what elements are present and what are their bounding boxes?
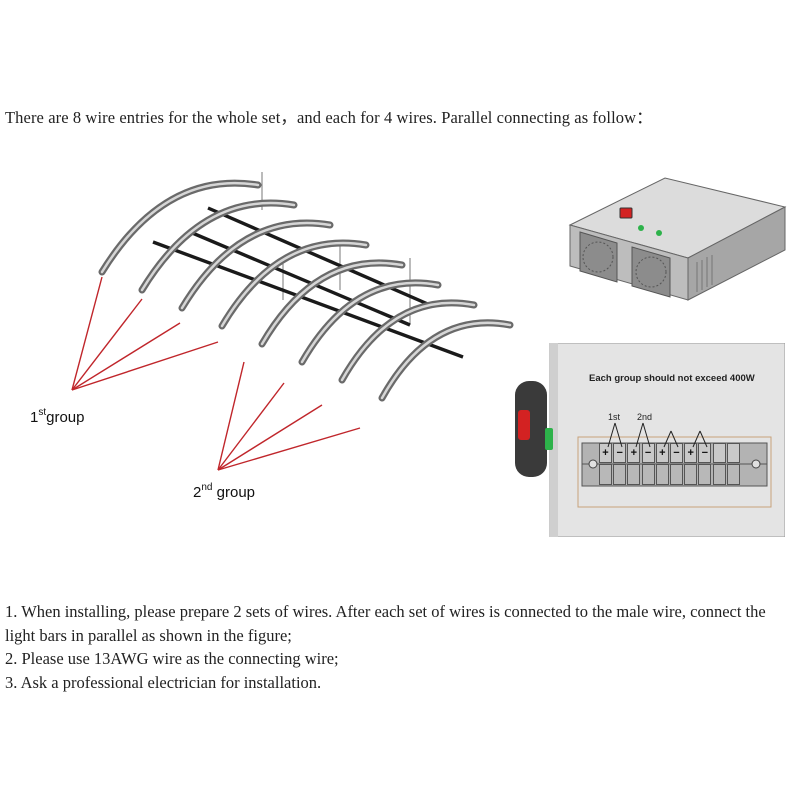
terminal-slot-lower xyxy=(712,464,726,485)
group-2-wire xyxy=(217,404,323,471)
terminal-slot: + xyxy=(599,443,612,463)
frame-rail xyxy=(207,206,431,307)
fan-grill-right xyxy=(631,246,671,298)
group-1-wire xyxy=(71,276,103,391)
instructions: 1. When installing, please prepare 2 set… xyxy=(5,600,795,694)
fan-grill-left xyxy=(579,231,618,283)
label-1st: 1st xyxy=(608,412,621,422)
light-bar-highlight xyxy=(300,281,440,364)
group-1-label: 1stgroup xyxy=(30,407,85,426)
terminal-slot xyxy=(726,443,740,463)
group-1-wire xyxy=(71,322,181,391)
switch-red-side xyxy=(518,410,530,440)
group-1-wire xyxy=(71,298,143,391)
terminal-slot: − xyxy=(670,443,683,463)
terminal-slot: − xyxy=(698,443,712,463)
terminal-slot-lower xyxy=(726,464,740,485)
terminal-slot-lower xyxy=(641,464,655,485)
status-led xyxy=(638,225,644,231)
support-frame xyxy=(152,206,464,359)
terminal-slot-lower xyxy=(613,464,627,485)
terminal-slot: − xyxy=(641,443,655,463)
terminal-slot-lower xyxy=(684,464,698,485)
intro-text: There are 8 wire entries for the whole s… xyxy=(5,108,653,127)
group-2-label: 2nd group xyxy=(193,482,256,501)
terminal-slot-lower xyxy=(599,464,612,485)
group-2-wire xyxy=(217,382,285,471)
instruction-1: 1. When installing, please prepare 2 set… xyxy=(5,602,766,645)
terminal-slot: − xyxy=(613,443,627,463)
light-bar-highlight xyxy=(180,221,332,310)
light-bars xyxy=(98,179,514,402)
terminal-slot-lower xyxy=(698,464,712,485)
instruction-3: 3. Ask a professional electrician for in… xyxy=(5,672,322,692)
light-bar-highlight xyxy=(140,201,296,292)
hanging-wires xyxy=(261,172,411,325)
terminal-slot: + xyxy=(655,443,669,463)
status-led xyxy=(656,230,662,236)
terminal-slot: + xyxy=(684,443,698,463)
terminal-slot: + xyxy=(627,443,641,463)
light-bar-highlight xyxy=(100,181,260,274)
light-bar-highlight xyxy=(340,301,476,382)
red-wires xyxy=(71,276,361,471)
light-bar-wiring-diagram xyxy=(71,172,514,471)
light-bar-highlight xyxy=(260,261,404,346)
frame-rail xyxy=(152,240,464,359)
light-bar-highlight xyxy=(380,321,512,400)
power-switch xyxy=(619,207,633,219)
terminal-slot-lower xyxy=(627,464,641,485)
terminal-panel: Each group should not exceed 400W 1st 2n… xyxy=(515,343,785,537)
panel-title: Each group should not exceed 400W xyxy=(589,373,755,384)
group-2-wire xyxy=(217,361,245,471)
light-bar xyxy=(338,299,478,384)
terminal-slot xyxy=(712,443,726,463)
frame-rail xyxy=(189,230,411,327)
terminal-slot-lower xyxy=(670,464,683,485)
light-bar-highlight xyxy=(220,241,368,328)
terminal-slot-lower xyxy=(655,464,669,485)
switch-green-side xyxy=(545,428,553,450)
group-2-wire xyxy=(217,427,361,471)
label-2nd: 2nd xyxy=(637,412,653,422)
instruction-2: 2. Please use 13AWG wire as the connecti… xyxy=(5,649,339,668)
group-1-wire xyxy=(71,341,219,391)
